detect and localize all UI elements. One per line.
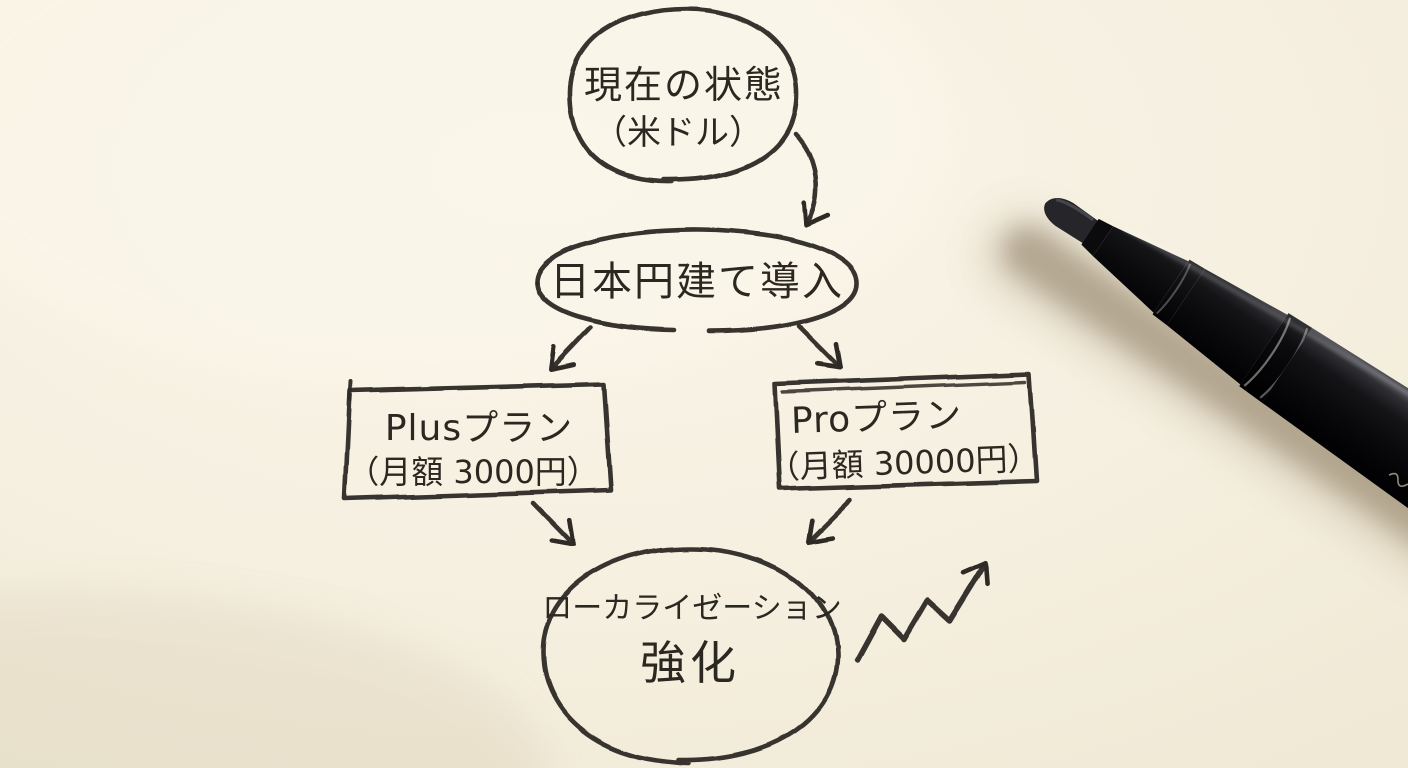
pen-felt-tip <box>1044 197 1099 244</box>
pen-glossy-ring <box>1239 313 1313 403</box>
node-jpy-ellipse-close <box>534 280 677 333</box>
label-localization-line1: ローカライゼーション <box>542 591 841 626</box>
label-layer: 現在の状態 （米ドル） 日本円建て導入 Plusプラン （月額 3000円） P… <box>347 63 1040 690</box>
pen-step-ring-highlight <box>1156 263 1192 315</box>
pen-collar <box>1081 218 1114 257</box>
pen-step-ring <box>1152 259 1205 326</box>
marker-pen <box>981 197 1408 597</box>
pen-mid-section <box>1166 268 1288 385</box>
label-jpy-introduction: 日本円建て導入 <box>550 259 844 305</box>
node-current-state-ellipse <box>567 6 800 185</box>
node-jpy-ellipse-main <box>534 227 860 334</box>
label-current-state-line2: （米ドル） <box>593 113 763 153</box>
label-plus-plan-line1: Plusプラン <box>385 408 573 449</box>
node-pro-plan-rect-doubleline <box>781 380 1028 394</box>
pen-barrel-marking <box>1388 472 1408 497</box>
label-pro-plan-line2: （月額 30000円） <box>767 439 1040 486</box>
arrow-pro-to-localization <box>805 496 854 545</box>
node-pro-plan-rect <box>772 371 1040 492</box>
arrow-current-to-jpy <box>793 131 831 228</box>
pen-specular-streak <box>1122 226 1408 479</box>
pen-glossy-ring-shade <box>1239 313 1313 403</box>
label-plus-plan-line2: （月額 3000円） <box>347 453 599 491</box>
paper-corner-shade <box>0 590 549 768</box>
arrow-plus-to-localization <box>530 500 576 548</box>
pen-felt-tip-highlight <box>1055 198 1095 222</box>
pen-barrel <box>1261 327 1408 567</box>
ink-layer <box>342 6 1040 766</box>
growth-zigzag-arrow <box>854 559 991 663</box>
pen-ring-highlight-front <box>1243 317 1292 387</box>
paper-highlight <box>0 0 950 390</box>
label-localization-line2: 強化 <box>640 636 740 690</box>
node-localization-circle <box>540 545 840 766</box>
arrow-jpy-to-pro <box>796 323 844 371</box>
label-pro-plan-line1: Proプラン <box>790 395 962 442</box>
node-plus-plan-rect-overshoot <box>348 380 353 402</box>
pen-shadow-core <box>1002 225 1408 573</box>
label-current-state-line1: 現在の状態 <box>584 63 784 107</box>
pen-nose-cone <box>1092 226 1189 313</box>
arrow-jpy-to-plus <box>548 325 593 373</box>
node-plus-plan-rect <box>342 381 614 502</box>
